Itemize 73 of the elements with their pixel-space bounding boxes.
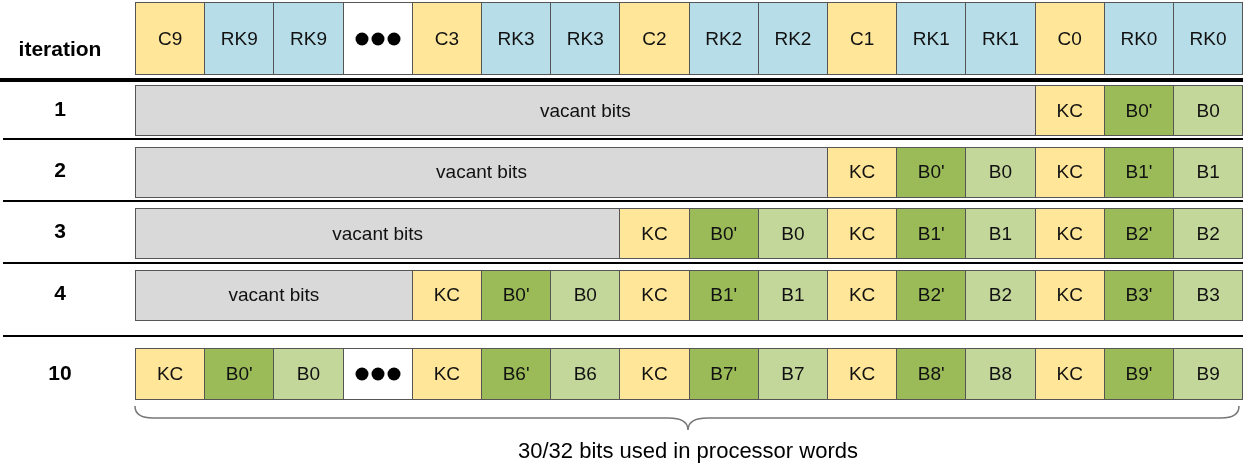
bit-field: C1 xyxy=(827,2,898,75)
bit-field: B0 xyxy=(550,269,621,321)
bit-field: RK0 xyxy=(1173,2,1243,75)
bit-field: B1' xyxy=(688,269,759,321)
row-label: 2 xyxy=(53,158,67,182)
bit-field: B0 xyxy=(1173,85,1243,136)
bit-field: B3 xyxy=(1173,269,1243,321)
bit-field: KC xyxy=(411,348,482,400)
bit-field: B0' xyxy=(204,348,275,400)
blank-field xyxy=(342,348,413,400)
bit-field: KC xyxy=(411,269,482,321)
bit-field: KC xyxy=(1034,146,1105,198)
bit-field: RK3 xyxy=(481,2,552,75)
bit-field: B0 xyxy=(965,146,1036,198)
bit-field: KC xyxy=(827,208,898,259)
bit-field: RK9 xyxy=(204,2,275,75)
bit-field: B6' xyxy=(481,348,552,400)
bit-field: RK2 xyxy=(688,2,759,75)
vacant-field: vacant bits xyxy=(135,146,828,198)
row-label: 3 xyxy=(53,219,67,243)
bit-field: B3' xyxy=(1103,269,1174,321)
bit-field: KC xyxy=(135,348,206,400)
row-label: 4 xyxy=(53,281,67,305)
bit-field: KC xyxy=(619,208,690,259)
bit-field: KC xyxy=(827,146,898,198)
bit-field: B2 xyxy=(965,269,1036,321)
bit-field: C3 xyxy=(411,2,482,75)
bit-field: B1 xyxy=(965,208,1036,259)
bit-field: KC xyxy=(1034,85,1105,136)
bit-field: C2 xyxy=(619,2,690,75)
blank-field xyxy=(342,2,413,75)
bit-field: B9' xyxy=(1103,348,1174,400)
vacant-field: vacant bits xyxy=(135,269,413,321)
brace-caption: 30/32 bits used in processor words xyxy=(517,438,859,464)
bit-field: B2' xyxy=(896,269,967,321)
bit-field: B0' xyxy=(1103,85,1174,136)
bit-field: B8' xyxy=(896,348,967,400)
row-label: 1 xyxy=(53,97,67,121)
bit-field: C0 xyxy=(1034,2,1105,75)
bit-field: KC xyxy=(1034,269,1105,321)
bit-field: RK1 xyxy=(896,2,967,75)
bit-field: KC xyxy=(619,348,690,400)
vacant-field: vacant bits xyxy=(135,208,621,259)
bit-field: B7' xyxy=(688,348,759,400)
bit-field: B9 xyxy=(1173,348,1243,400)
bit-field: B1 xyxy=(757,269,828,321)
bit-field: C9 xyxy=(135,2,206,75)
bit-field: B0 xyxy=(757,208,828,259)
bit-field: B2' xyxy=(1103,208,1174,259)
bit-field: KC xyxy=(1034,208,1105,259)
bit-field: B1' xyxy=(1103,146,1174,198)
bit-field: B2 xyxy=(1173,208,1243,259)
bit-field: RK3 xyxy=(550,2,621,75)
bit-field: RK0 xyxy=(1103,2,1174,75)
vacant-field: vacant bits xyxy=(135,85,1036,136)
bit-field: KC xyxy=(827,348,898,400)
bit-field: KC xyxy=(1034,348,1105,400)
bit-field: B0' xyxy=(481,269,552,321)
row-label: 10 xyxy=(47,361,73,385)
bit-field: RK9 xyxy=(273,2,344,75)
column-heading: iteration xyxy=(17,37,103,61)
bit-field: KC xyxy=(827,269,898,321)
bit-field: B0' xyxy=(896,146,967,198)
bit-field: B7 xyxy=(757,348,828,400)
bit-field: B6 xyxy=(550,348,621,400)
bit-field: B1 xyxy=(1173,146,1243,198)
bit-field: RK2 xyxy=(757,2,828,75)
bit-field: B0' xyxy=(688,208,759,259)
bit-field: B0 xyxy=(273,348,344,400)
bit-field: KC xyxy=(619,269,690,321)
bit-field: RK1 xyxy=(965,2,1036,75)
bit-field: B1' xyxy=(896,208,967,259)
bit-field: B8 xyxy=(965,348,1036,400)
